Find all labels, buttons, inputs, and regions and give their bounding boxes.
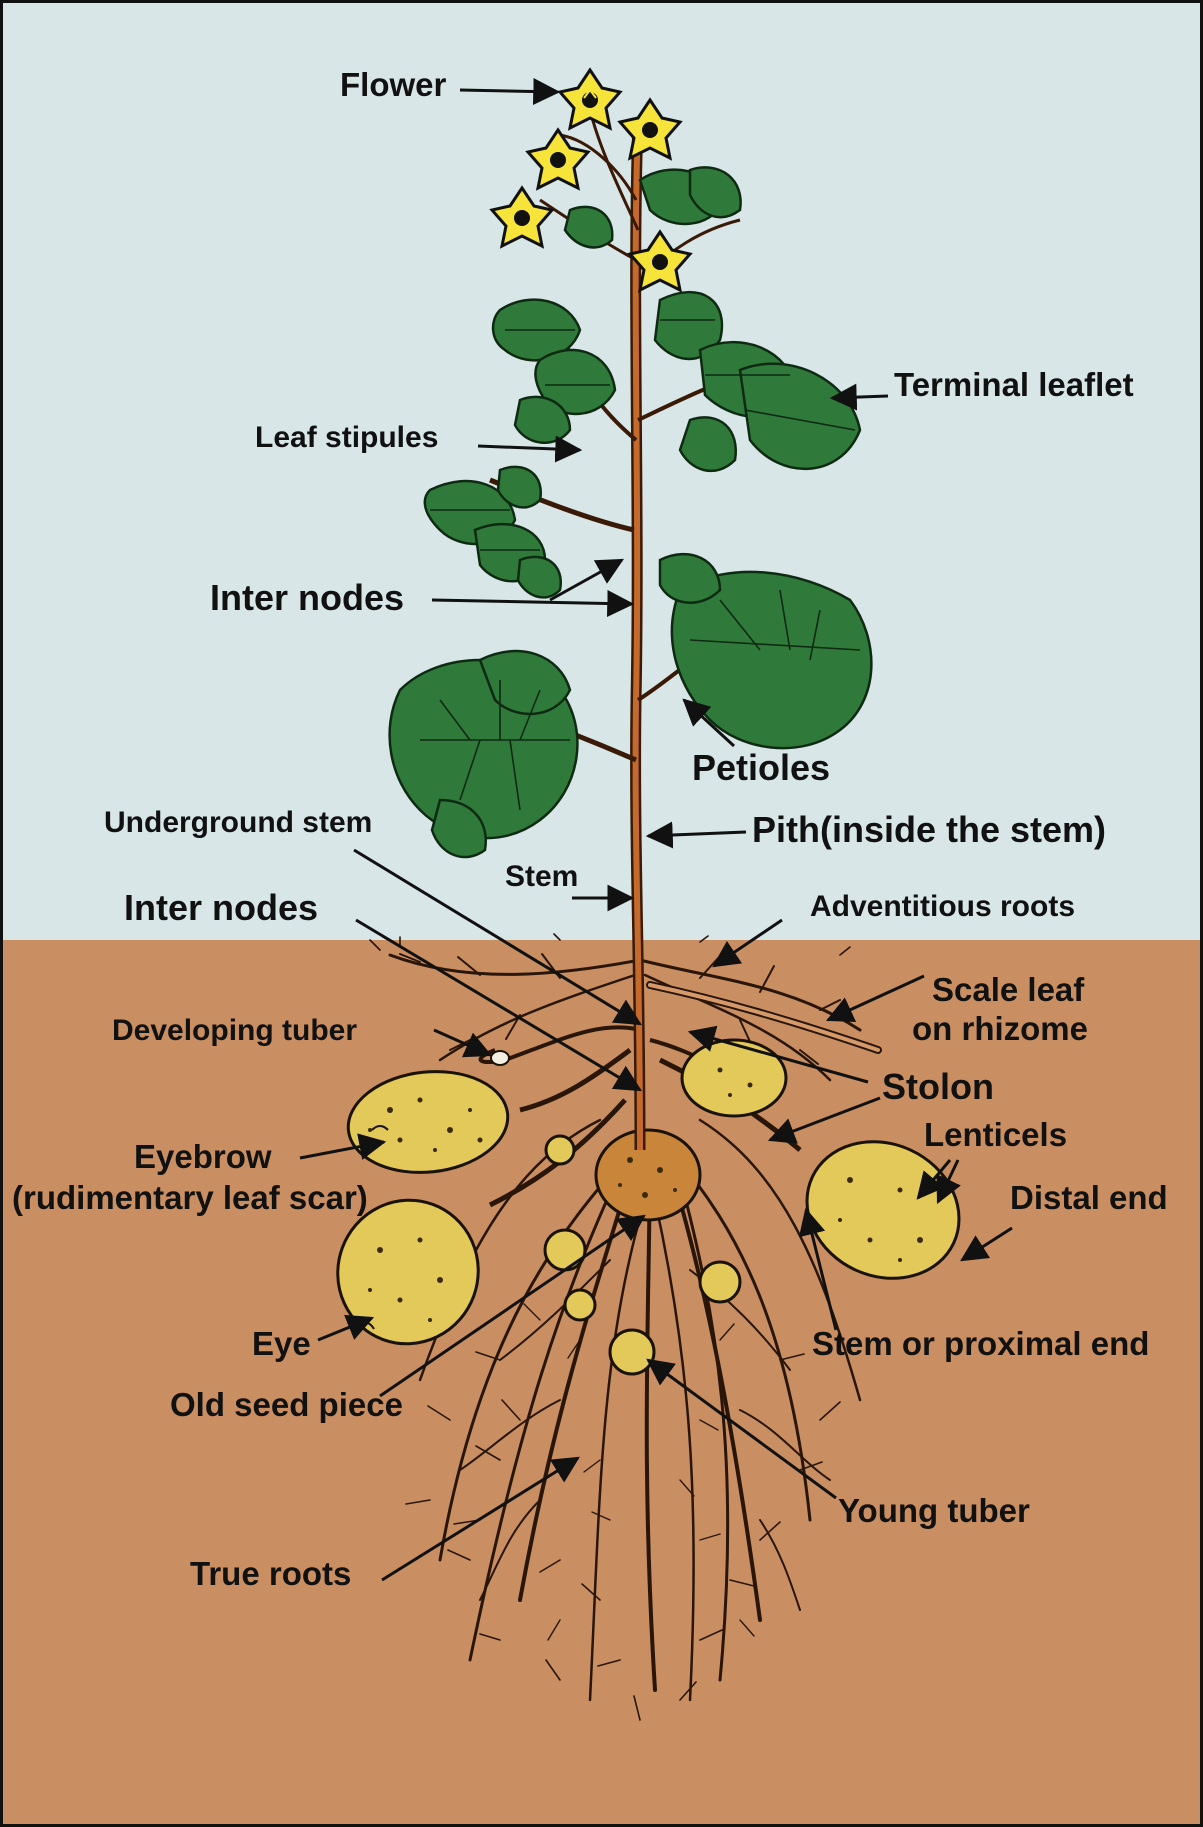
label-pith: Pith(inside the stem) bbox=[752, 809, 1106, 850]
label-stem-proximal-end: Stem or proximal end bbox=[812, 1325, 1149, 1362]
label-scale-leaf-line2: on rhizome bbox=[912, 1010, 1088, 1047]
label-eye: Eye bbox=[252, 1325, 311, 1362]
label-old-seed-piece: Old seed piece bbox=[170, 1386, 403, 1423]
label-lenticels: Lenticels bbox=[924, 1116, 1067, 1153]
label-leaf-stipules: Leaf stipules bbox=[255, 421, 438, 454]
label-distal-end: Distal end bbox=[1010, 1179, 1168, 1216]
old-seed-piece bbox=[596, 1130, 700, 1220]
label-flower: Flower bbox=[340, 66, 447, 103]
label-petioles: Petioles bbox=[692, 747, 830, 788]
label-stolon: Stolon bbox=[882, 1066, 994, 1107]
label-scale-leaf-line1: Scale leaf bbox=[932, 971, 1085, 1008]
label-true-roots: True roots bbox=[190, 1555, 351, 1592]
developing-tuber bbox=[491, 1051, 509, 1065]
label-underground-stem: Underground stem bbox=[104, 806, 372, 839]
label-eyebrow-line1: Eyebrow bbox=[134, 1138, 272, 1175]
label-terminal-leaflet: Terminal leaflet bbox=[894, 366, 1134, 403]
tuber-center-right bbox=[682, 1040, 786, 1116]
sky-background bbox=[0, 0, 1203, 940]
label-stem: Stem bbox=[505, 860, 578, 893]
label-young-tuber: Young tuber bbox=[838, 1492, 1030, 1529]
label-adventitious-roots: Adventitious roots bbox=[810, 890, 1075, 923]
label-inter-nodes-top: Inter nodes bbox=[210, 577, 404, 618]
label-eyebrow-line2: (rudimentary leaf scar) bbox=[12, 1179, 368, 1216]
label-inter-nodes-bottom: Inter nodes bbox=[124, 887, 318, 928]
label-developing-tuber: Developing tuber bbox=[112, 1014, 357, 1047]
main-stem bbox=[636, 120, 640, 1150]
